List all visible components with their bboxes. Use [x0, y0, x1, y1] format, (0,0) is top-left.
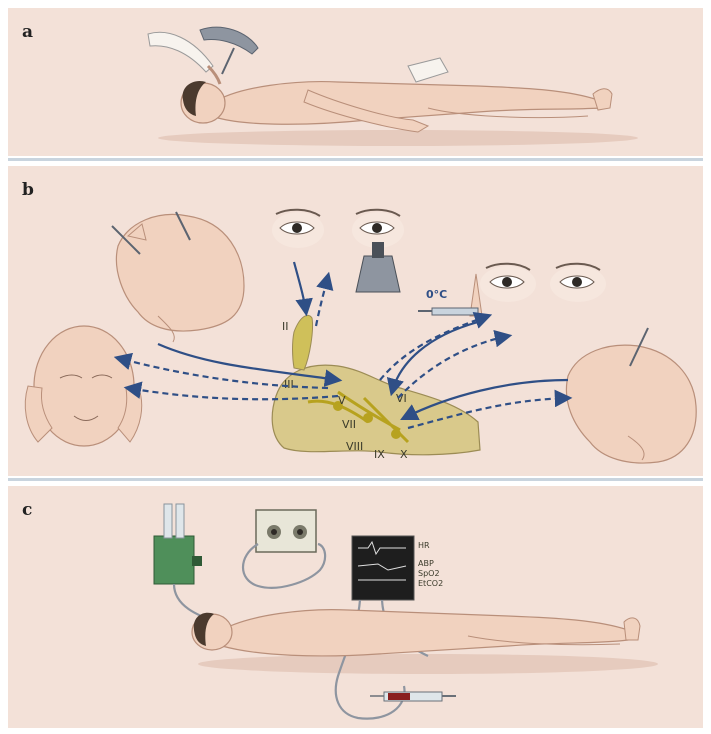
- cn-label-VII: VII: [342, 418, 356, 431]
- frontal-face-left: [25, 326, 141, 446]
- cold-water-label: 0°C: [426, 288, 447, 301]
- monitor-label-abp: ABP: [418, 559, 434, 568]
- eyes-top-right: [470, 264, 606, 316]
- monitor-label-hr: HR: [418, 541, 430, 550]
- floor-shadow: [158, 130, 638, 146]
- profile-head-top-left: [112, 212, 244, 342]
- patient-body-c: [218, 610, 640, 656]
- cn-label-III: III: [284, 378, 294, 391]
- panel-c-illustration: HR ABP SpO2 EtCO2: [8, 486, 703, 728]
- eyes-top-center: [272, 210, 404, 248]
- cn-label-VIII: VIII: [346, 440, 363, 453]
- cn-label-II: II: [282, 320, 289, 333]
- cn-label-V: V: [338, 394, 346, 407]
- examiner-hand-left: [148, 32, 220, 84]
- patient-head-a: [181, 81, 225, 123]
- panel-c: c HR ABP SpO2 EtCO2: [8, 486, 703, 728]
- wrist-bandage: [408, 58, 448, 82]
- separator-a-b: [8, 158, 703, 161]
- ventilator-device-icon: [154, 504, 202, 584]
- panel-a: a: [8, 8, 703, 156]
- patient-head-c: [192, 613, 232, 650]
- pupil-monitor-icon: [256, 510, 316, 552]
- caloric-syringe-icon: [418, 308, 478, 315]
- blood-syringe-icon: [370, 692, 456, 701]
- panel-b: b: [8, 166, 703, 476]
- patient-body-a: [213, 82, 612, 132]
- monitor-label-spo2: SpO2: [418, 569, 440, 578]
- profile-head-right: [566, 328, 696, 463]
- brainstem: [272, 315, 480, 454]
- vital-signs-monitor: [352, 536, 414, 600]
- cn-label-X: X: [400, 448, 408, 461]
- panel-a-illustration: [8, 8, 703, 156]
- cn-label-IX: IX: [374, 448, 385, 461]
- floor-shadow-c: [198, 654, 658, 674]
- monitor-label-etco2: EtCO2: [418, 579, 443, 588]
- separator-b-c: [8, 478, 703, 481]
- panel-b-illustration: 0°C II III V VI VII VIII IX X: [8, 166, 703, 476]
- penlight-icon: [356, 242, 400, 292]
